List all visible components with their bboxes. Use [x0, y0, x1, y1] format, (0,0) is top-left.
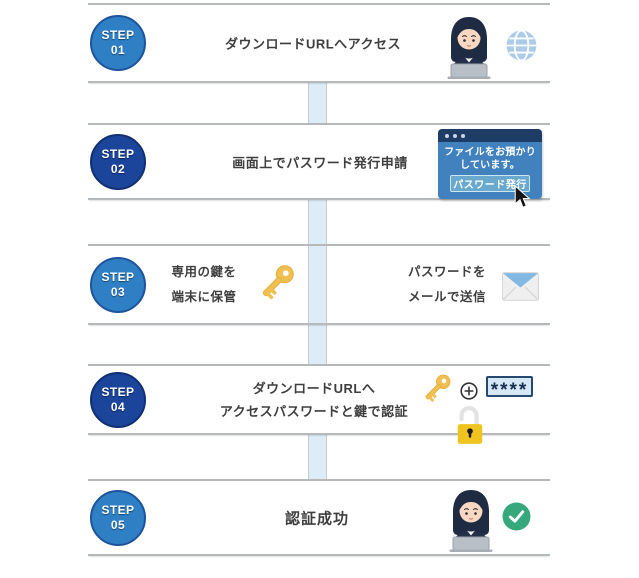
window-body: ファイルをお預かり しています。 パスワード発行 [438, 142, 542, 199]
plus-circle-icon [460, 382, 478, 400]
step-title-5: 認証成功 [284, 510, 349, 527]
password-field: **** [486, 376, 533, 397]
step-title-2: 画面上でパスワード発行申請 [232, 155, 408, 170]
window-message: ファイルをお預かり しています。 [444, 146, 536, 172]
step-badge-number: 05 [110, 517, 126, 532]
check-circle-icon [502, 502, 531, 531]
step-title-4: ダウンロードURLへ アクセスパスワードと鍵で認証 [206, 377, 422, 423]
envelope-icon [502, 272, 539, 301]
step-badge-label: STEP [101, 28, 135, 43]
key-icon [253, 258, 301, 306]
step-row-3: STEP 03 専用の鍵を 端末に保管 パスワードを メールで送信 [88, 244, 550, 325]
window-dot [445, 133, 449, 138]
step-badge-3: STEP 03 [90, 256, 146, 313]
window-message-line1: ファイルをお預かり [444, 147, 536, 158]
step-row-4: STEP 04 ダウンロードURLへ アクセスパスワードと鍵で認証 **** [88, 364, 550, 444]
step-row-5: STEP 05 認証成功 [88, 479, 550, 556]
step-badge-number: 01 [110, 43, 126, 57]
step-badge-label: STEP [101, 384, 135, 399]
step-badge-label: STEP [101, 269, 135, 284]
password-mask: **** [490, 380, 529, 397]
flow-connector [308, 435, 327, 479]
step-title-3-right: パスワードを メールで送信 [404, 260, 490, 310]
step-title-1: ダウンロードURLへアクセス [224, 36, 402, 52]
cursor-icon [512, 184, 533, 210]
step-title-line: ダウンロードURLへ [252, 380, 376, 396]
step-badge-number: 03 [110, 284, 126, 299]
step-title-line: メールで送信 [407, 289, 486, 304]
step-badge-label: STEP [101, 502, 135, 517]
step-title-line: 専用の鍵を [171, 264, 237, 279]
step-title-3-left: 専用の鍵を 端末に保管 [162, 260, 246, 310]
password-issue-button[interactable]: パスワード発行 [450, 175, 530, 192]
globe-icon [505, 29, 538, 62]
step-badge-number: 04 [110, 399, 126, 414]
step-badge-number: 02 [110, 161, 126, 176]
window-dot [461, 133, 465, 138]
key-icon [418, 369, 456, 407]
window-dot [453, 133, 457, 138]
person-at-laptop-icon [438, 13, 500, 79]
window-message-line2: しています。 [460, 160, 520, 171]
step-badge-4: STEP 04 [90, 371, 146, 428]
step-badge-label: STEP [101, 146, 135, 161]
browser-window: ファイルをお預かり しています。 パスワード発行 [438, 129, 542, 209]
window-title-bar [438, 129, 542, 142]
step-badge-1: STEP 01 [90, 15, 146, 71]
step-row-1: STEP 01 ダウンロードURLへアクセス [88, 3, 550, 83]
step-row-2: STEP 02 画面上でパスワード発行申請 ファイルをお預かり しています。 パ… [88, 123, 550, 209]
step-title-line: アクセスパスワードと鍵で認証 [219, 403, 409, 419]
step-badge-5: STEP 05 [90, 489, 146, 546]
open-padlock-icon [454, 404, 486, 448]
step-title-line: パスワードを [407, 264, 486, 279]
flow-connector [308, 83, 327, 123]
step-badge-2: STEP 02 [90, 133, 146, 190]
step-title-line: 端末に保管 [171, 289, 237, 304]
person-at-laptop-icon [440, 486, 502, 552]
